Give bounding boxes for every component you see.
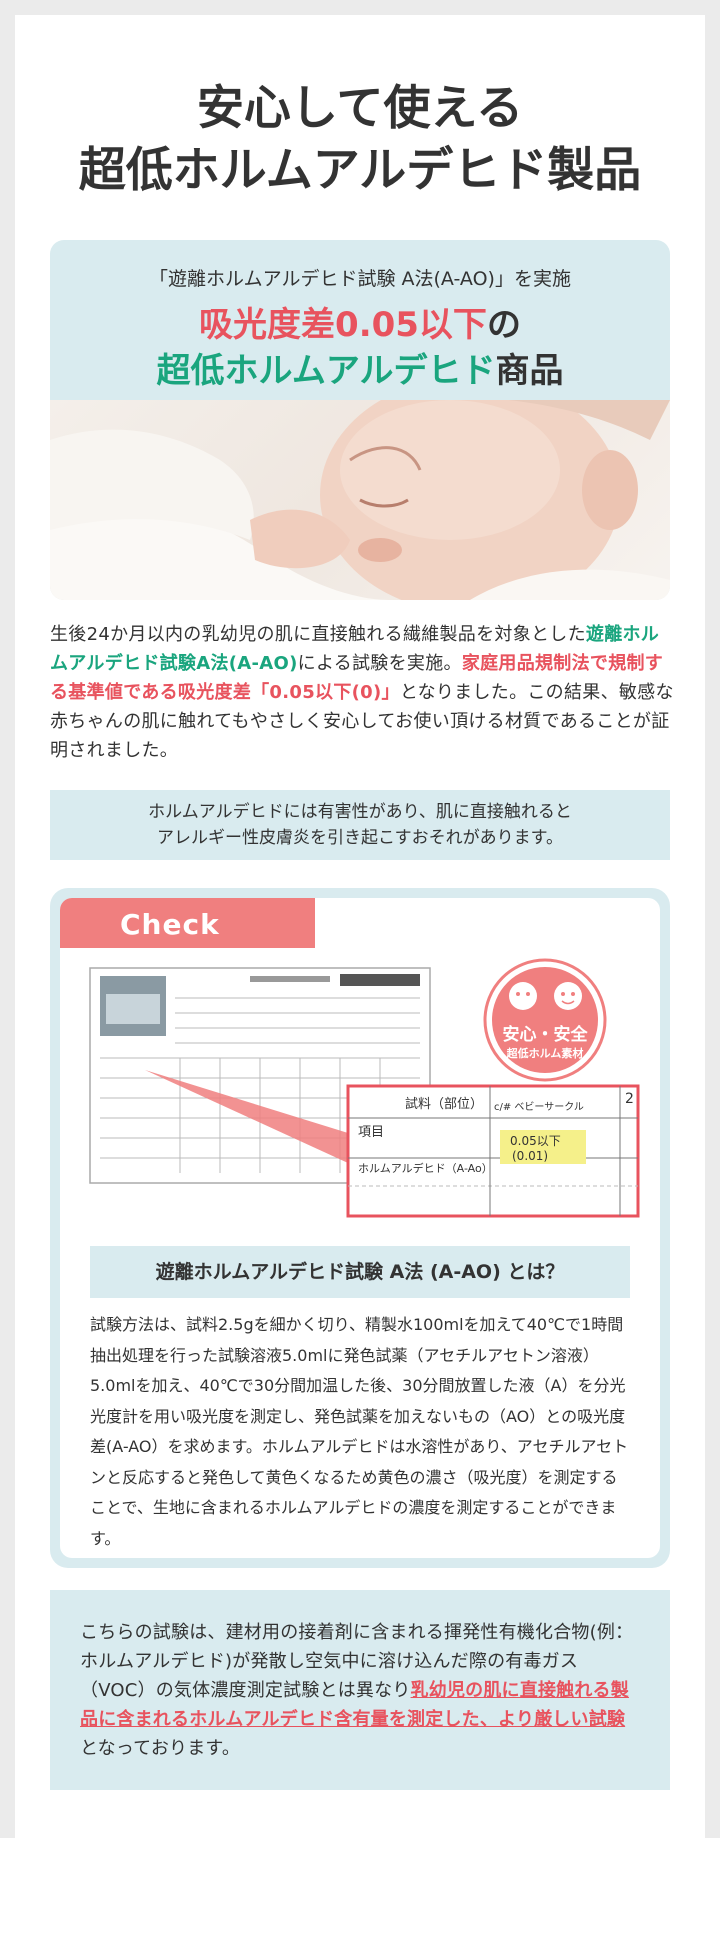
baby-illustration — [50, 377, 670, 600]
test-explanation: 試験方法は、試料2.5gを細かく切り、精製水100mlを加えて40℃で1時間抽出… — [90, 1315, 629, 1548]
zoom-column-label: c/# ベビーサークル — [494, 1101, 584, 1113]
hero-headline-dark: の — [486, 305, 521, 345]
hero-headline-suffix: 商品 — [495, 351, 564, 391]
zoom-column-number: 2 — [625, 1091, 634, 1107]
warning-line-1: ホルムアルデヒドには有害性があり、肌に直接触れると — [148, 802, 572, 822]
test-report-image: 試料（部位） 項目 ホルムアルデヒド（A-Ao） c/# ベビーサークル 0.0… — [89, 958, 640, 1218]
test-question-title: 遊離ホルムアルデヒド試験 A法 (A-AO) とは？ — [90, 1246, 630, 1298]
hero-headline-green: 超低ホルムアルデヒド — [156, 351, 496, 391]
warning-box: ホルムアルデヒドには有害性があり、肌に直接触れると アレルギー性皮膚炎を引き起こ… — [50, 790, 670, 860]
page-title: 安心して使える 超低ホルムアルデヒド製品 — [0, 78, 720, 202]
safety-badge-main: 安心・安全 — [503, 1024, 589, 1045]
zoom-value-2: (0.01) — [512, 1149, 548, 1163]
description-part-5: となりました。この結果、敏感な赤ちゃんの肌に触れてもやさしく安心してお使い頂ける… — [50, 682, 674, 761]
warning-line-2: アレルギー性皮膚炎を引き起こすおそれがあります。 — [157, 828, 563, 848]
zoom-item-label: ホルムアルデヒド（A-Ao） — [358, 1161, 493, 1175]
title-line-2: 超低ホルムアルデヒド製品 — [78, 143, 642, 198]
zoom-header-label: 試料（部位） — [405, 1096, 483, 1112]
zoom-row-label: 項目 — [358, 1125, 384, 1140]
description-test-name: 遊離ホルムアルデヒド試験A法(A-AO) — [50, 624, 660, 674]
hero-panel: 「遊離ホルムアルデヒド試験 A法(A-AO)」を実施 吸光度差0.05以下の 超… — [50, 240, 670, 600]
baby-face-icon — [554, 982, 582, 1010]
check-inner-panel: Check — [60, 898, 660, 1558]
check-label: Check — [60, 898, 315, 948]
hero-subtitle: 「遊離ホルムアルデヒド試験 A法(A-AO)」を実施 — [149, 268, 571, 290]
description-paragraph: 生後24か月以内の乳幼児の肌に直接触れる繊維製品を対象とした遊離ホルムアルデヒド… — [50, 620, 674, 765]
puppy-icon — [509, 982, 537, 1010]
comparison-note-box: こちらの試験は、建材用の接着剤に含まれる揮発性有機化合物(例：ホルムアルデヒド)… — [50, 1590, 670, 1790]
zoom-value-1: 0.05以下 — [510, 1134, 561, 1148]
check-section: Check — [50, 888, 670, 1568]
comparison-note-part-1: こちらの試験は、建材用の接着剤に含まれる揮発性有機化合物(例：ホルムアルデヒド)… — [80, 1622, 634, 1701]
sleeping-baby-photo — [50, 377, 670, 600]
description-standard: 家庭用品規制法で規制する基準値である吸光度差「0.05以下(0)」 — [50, 653, 664, 703]
hero-headline: 吸光度差0.05以下の 超低ホルムアルデヒド商品 — [50, 302, 670, 394]
comparison-note: こちらの試験は、建材用の接着剤に含まれる揮発性有機化合物(例：ホルムアルデヒド)… — [80, 1618, 640, 1763]
page-footer-space — [0, 1838, 720, 1960]
title-line-1: 安心して使える — [196, 81, 524, 136]
comparison-note-part-3: となっております。 — [80, 1738, 241, 1759]
description-part-1: 生後24か月以内の乳幼児の肌に直接触れる繊維製品を対象とした — [50, 624, 586, 645]
description-part-3: による試験を実施。 — [297, 653, 462, 674]
hero-headline-red: 吸光度差0.05以下 — [199, 305, 487, 345]
safety-badge-sub: 超低ホルム素材 — [506, 1046, 584, 1060]
comparison-note-highlight: 乳幼児の肌に直接触れる製品に含まれるホルムアルデヒド含有量を測定した、より厳しい… — [80, 1680, 629, 1730]
